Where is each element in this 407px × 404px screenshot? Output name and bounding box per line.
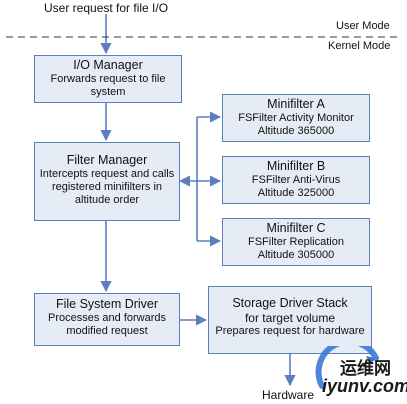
minifilter-a-title: Minifilter A xyxy=(267,97,325,111)
filter-manager-line: Intercepts request and calls xyxy=(39,168,175,180)
user-mode-label: User Mode xyxy=(336,20,390,32)
storage-stack-box: Storage Driver Stack for target volume P… xyxy=(208,286,372,354)
storage-stack-line: for target volume xyxy=(244,311,336,325)
filter-manager-box: Filter Manager Intercepts request and ca… xyxy=(34,142,180,221)
kernel-mode-label: Kernel Mode xyxy=(328,40,391,52)
top-request-label: User request for file I/O xyxy=(44,1,169,15)
watermark: 运维网 iyunv.com xyxy=(292,346,407,402)
minifilter-a-line: Altitude 365000 xyxy=(257,125,335,137)
minifilter-b-line: Altitude 325000 xyxy=(257,187,335,199)
fs-driver-title: File System Driver xyxy=(55,297,159,311)
watermark-logo-icon xyxy=(315,346,379,389)
minifilter-b-box: Minifilter B FSFilter Anti-Virus Altitud… xyxy=(222,156,370,204)
io-manager-line: Forwards request to file xyxy=(50,73,166,85)
filter-manager-title: Filter Manager xyxy=(66,153,148,167)
io-manager-line: system xyxy=(90,86,126,98)
minifilter-c-title: Minifilter C xyxy=(266,221,326,235)
fs-driver-line: Processes and forwards xyxy=(48,312,166,324)
storage-stack-line: Prepares request for hardware xyxy=(215,325,365,337)
storage-stack-title: Storage Driver Stack xyxy=(232,296,348,310)
hardware-label: Hardware xyxy=(262,388,315,402)
watermark-cn: 运维网 xyxy=(340,359,391,379)
fs-driver-box: File System Driver Processes and forward… xyxy=(34,293,180,346)
fs-driver-line: modified request xyxy=(66,325,148,337)
minifilter-a-line: FSFilter Activity Monitor xyxy=(238,112,354,124)
filter-manager-line: registered minifilters in xyxy=(51,181,163,193)
io-manager-box: I/O Manager Forwards request to file sys… xyxy=(34,55,182,103)
minifilter-c-line: FSFilter Replication xyxy=(248,236,344,248)
minifilter-b-line: FSFilter Anti-Virus xyxy=(251,174,341,186)
filter-manager-line: altitude order xyxy=(74,194,140,206)
minifilter-b-title: Minifilter B xyxy=(266,159,326,173)
watermark-url: iyunv.com xyxy=(322,376,407,396)
minifilter-c-box: Minifilter C FSFilter Replication Altitu… xyxy=(222,218,370,266)
minifilter-a-box: Minifilter A FSFilter Activity Monitor A… xyxy=(222,94,370,142)
minifilter-c-line: Altitude 305000 xyxy=(257,249,335,261)
io-manager-title: I/O Manager xyxy=(73,58,143,72)
